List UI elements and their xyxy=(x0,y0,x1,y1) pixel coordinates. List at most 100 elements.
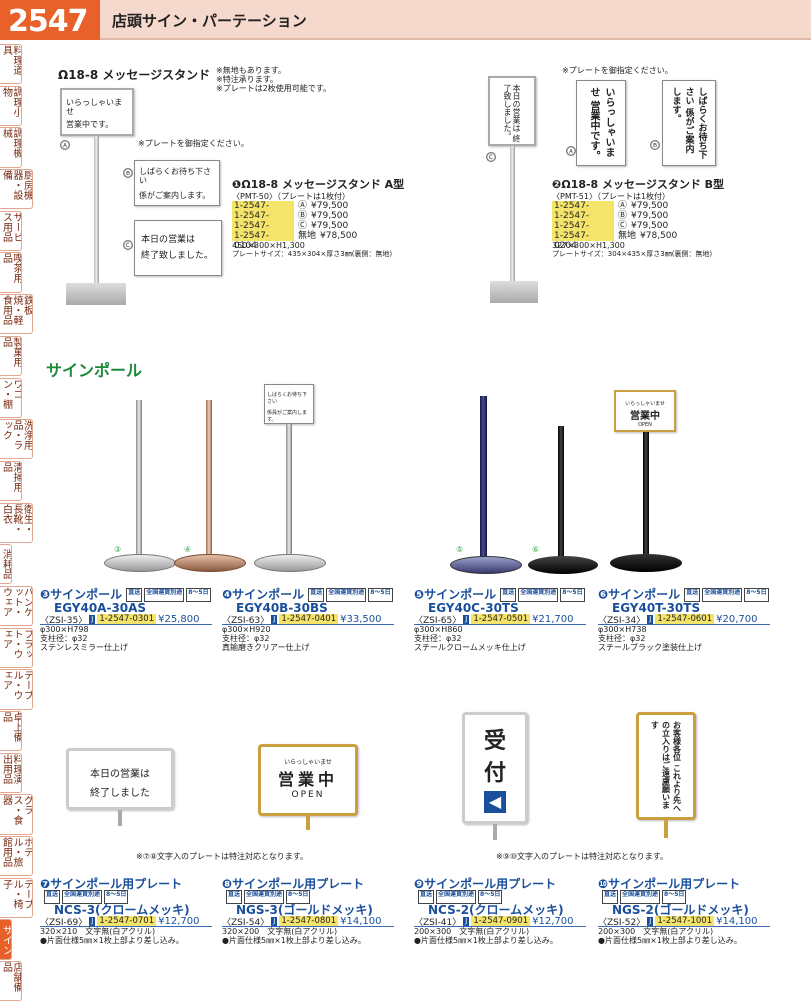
price-row: 1-2547-0101Ⓐ¥79,500 xyxy=(232,201,422,221)
sidebar-tab[interactable]: 清掃用品 xyxy=(0,460,22,502)
sidebar-tab[interactable]: 衛生・長靴・白衣 xyxy=(0,502,33,543)
sidebar-tab[interactable]: 厨房機器・設備 xyxy=(0,169,33,210)
price: ¥78,500 xyxy=(320,231,358,241)
catalog-code: 〈ZSI-63〉 xyxy=(222,615,270,626)
spec-line: スチールクロームメッキ仕上げ xyxy=(414,643,526,652)
j-mark: J xyxy=(89,916,96,926)
sidebar-tab[interactable]: グラス・食器 xyxy=(0,794,33,835)
mark-b: Ⓑ xyxy=(123,168,133,178)
plate-9-image: 受付 ◀ xyxy=(462,712,528,842)
product-model: NGS-2(ゴールドメッキ) xyxy=(612,903,749,917)
sidebar-tab[interactable]: 洗浄用品・ラック xyxy=(0,419,33,460)
sidebar-tab[interactable]: バンケット・ウェア xyxy=(0,585,33,627)
pole-6-image xyxy=(446,396,526,580)
variant: Ⓑ xyxy=(298,211,308,221)
variant: Ⓒ xyxy=(618,221,628,231)
sidebar-tab[interactable]: 製菓用品 xyxy=(0,335,22,376)
sidebar-tab[interactable]: 鉄板焼・軽食用品 xyxy=(0,294,33,335)
sidebar-tab[interactable]: 店舗備品 xyxy=(0,961,22,1002)
badge: 全国運賃別途 xyxy=(244,890,285,904)
badge: 全国運賃別途 xyxy=(620,890,661,904)
price-row: 1-2547-0102Ⓑ¥79,500 xyxy=(232,211,422,231)
order-code: 1-2547-0801 xyxy=(279,916,339,926)
price-row: 1-2547-0203Ⓒ¥79,500 xyxy=(552,221,752,241)
sidebar-tab[interactable]: フラット・ウェア xyxy=(0,627,33,668)
badge: 全国運賃別途 xyxy=(62,890,103,904)
spec-line: 200×300 文字無(白アクリル) xyxy=(414,927,530,936)
badge: 8～5日 xyxy=(478,890,503,904)
plate-10-image: お客様各位 これより先への立入りはご遠慮願います xyxy=(636,712,696,842)
price-row: 1-2547-0103Ⓒ¥79,500 xyxy=(232,221,422,241)
pole-3-image xyxy=(100,400,180,580)
type-a-info: ❶Ω18-8 メッセージスタンド A型 〈PMT-50〉（プレートは1枚付） 1… xyxy=(232,176,422,259)
j-mark: J xyxy=(89,614,96,624)
sidebar-tab[interactable]: ワゴン・棚 xyxy=(0,377,22,418)
sidebar-tab[interactable]: 喫茶用品 xyxy=(0,252,22,293)
category-sidebar: 料理道具調理小物調理機械厨房機器・設備サービス用品喫茶用品鉄板焼・軽食用品製菓用… xyxy=(0,44,33,1003)
sidebar-tab[interactable]: サイン xyxy=(0,919,12,960)
product-label: サインポール用プレート xyxy=(232,877,365,891)
sidebar-tab[interactable]: ホテル・旅館用品 xyxy=(0,836,33,877)
sidebar-tab[interactable]: 卓上備品 xyxy=(0,711,22,752)
spec-line: 支柱径：φ32 xyxy=(414,634,462,643)
product-num: ❹ xyxy=(222,587,233,602)
plate-note-a: ※プレートを御指定ください。 xyxy=(138,139,249,148)
catalog-code: 〈ZSI-34〉 xyxy=(598,615,646,626)
page-header: 2547 店頭サイン・パーテーション xyxy=(0,0,811,40)
sidebar-tab[interactable]: 調理小物 xyxy=(0,85,22,126)
mark-a-b: Ⓐ xyxy=(566,146,576,156)
price-row: 1-2547-0201Ⓐ¥79,500 xyxy=(552,201,752,221)
sidebar-tab[interactable]: 調理機械 xyxy=(0,127,22,168)
pole-mark-5: ⑤ xyxy=(456,545,464,554)
catalog-code: 〈ZSI-35〉 xyxy=(40,615,88,626)
spec-line: ステンレスミラー仕上げ xyxy=(40,643,128,652)
order-code: 1-2547-0901 xyxy=(471,916,531,926)
variant: Ⓒ xyxy=(298,221,308,231)
sidebar-tab[interactable]: テーブル・椅子 xyxy=(0,877,33,918)
product-label: サインポール xyxy=(232,587,305,602)
order-code: 1-2547-0104 xyxy=(232,231,294,251)
badge: 直送 xyxy=(44,890,61,904)
sidebar-tab[interactable]: 料理道具 xyxy=(0,44,22,85)
product-model: EGY40C-30TS xyxy=(428,601,519,615)
plate-c: 本日の営業は終了致しました。 xyxy=(134,220,222,276)
badge: 直送 xyxy=(226,890,243,904)
product-label: サインポール用プレート xyxy=(424,877,557,891)
spec-line: φ300×H798 xyxy=(40,625,89,634)
pole-7-image xyxy=(524,426,604,580)
price: ¥12,700 xyxy=(158,915,200,927)
badge: 直送 xyxy=(126,588,143,602)
sidebar-tab[interactable]: サービス用品 xyxy=(0,210,22,251)
product-model: NGS-3(ゴールドメッキ) xyxy=(236,903,373,917)
j-mark: J xyxy=(463,614,470,624)
badge: 全国運賃別途 xyxy=(144,588,185,602)
product-num: ❽ xyxy=(222,877,233,891)
spec-line: ●片面仕様5㎜×1枚上部より差し込み。 xyxy=(222,936,366,945)
sidebar-tab[interactable]: 料理演出用品 xyxy=(0,752,22,793)
price: ¥14,100 xyxy=(340,915,382,927)
sidebar-tab[interactable]: テーブル・ウェア xyxy=(0,669,33,710)
spec-line: 320×200 文字無(白アクリル) xyxy=(222,927,338,936)
product-label: サインポール xyxy=(50,587,123,602)
sidebar-tab[interactable]: 消耗品 xyxy=(0,544,12,585)
mark-c-b: Ⓒ xyxy=(486,152,496,162)
product-num: ❺ xyxy=(414,587,425,602)
product-label: サインポール用プレート xyxy=(608,877,741,891)
price: ¥14,100 xyxy=(716,915,758,927)
plate-b: しばらくお待ち下さい係がご案内します。 xyxy=(134,160,220,206)
